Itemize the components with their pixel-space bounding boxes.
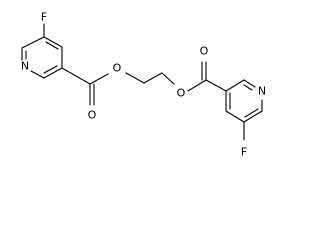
bond	[244, 108, 259, 118]
bond	[225, 79, 245, 92]
ester-oxygen-right: O	[177, 87, 186, 100]
bond	[30, 70, 45, 79]
fluorine-atom-right: F	[241, 146, 247, 159]
carbonyl-oxygen-right: O	[200, 45, 209, 58]
ethylene-linker	[125, 72, 175, 85]
bond	[243, 110, 263, 123]
carbonyl-oxygen-left: O	[88, 109, 97, 122]
bond	[43, 36, 63, 48]
bond	[161, 72, 175, 85]
bond	[243, 79, 256, 88]
bond	[143, 72, 163, 84]
bond	[89, 73, 109, 85]
nitrogen-atom-left: N	[21, 60, 29, 73]
bond	[205, 79, 227, 92]
molecule-canvas: F N O O O O N F	[20, 10, 267, 159]
structure-diagram: F N O O O O N F	[21, 11, 266, 159]
bond	[45, 41, 59, 50]
bond	[43, 65, 58, 74]
bond	[125, 72, 145, 84]
bond	[61, 67, 91, 85]
ester-oxygen-left: O	[113, 62, 122, 75]
left-pyridine-ring	[21, 36, 63, 79]
left-ester	[61, 67, 109, 106]
bond	[21, 36, 45, 49]
right-pyridine-ring	[225, 79, 263, 123]
fluorine-atom-left: F	[41, 11, 47, 24]
bond	[187, 79, 207, 92]
nitrogen-atom-right: N	[258, 85, 266, 98]
bond	[43, 67, 63, 79]
right-ester	[187, 61, 227, 92]
bond	[243, 84, 253, 91]
bond	[225, 110, 245, 123]
